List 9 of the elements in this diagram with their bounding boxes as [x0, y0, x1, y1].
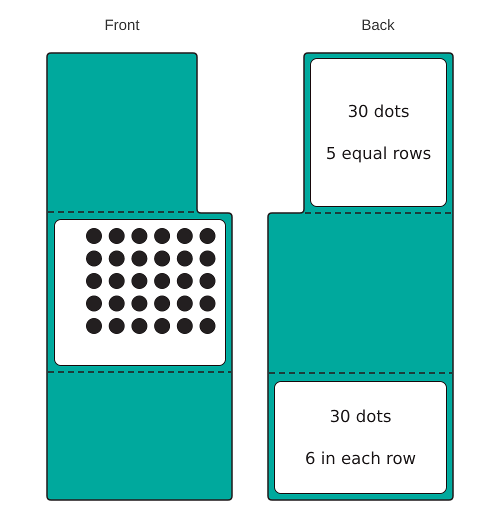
card-window [274, 381, 447, 494]
panel-text: 6 in each row [304, 448, 416, 468]
panel-text: 30 dots [348, 102, 410, 122]
panel-text: 5 equal rows [326, 144, 432, 164]
card-window [310, 58, 447, 207]
card-heading: Back [361, 17, 395, 35]
card-heading: Front [104, 17, 140, 35]
card-window [54, 219, 226, 366]
panel-text: 30 dots [330, 406, 392, 426]
